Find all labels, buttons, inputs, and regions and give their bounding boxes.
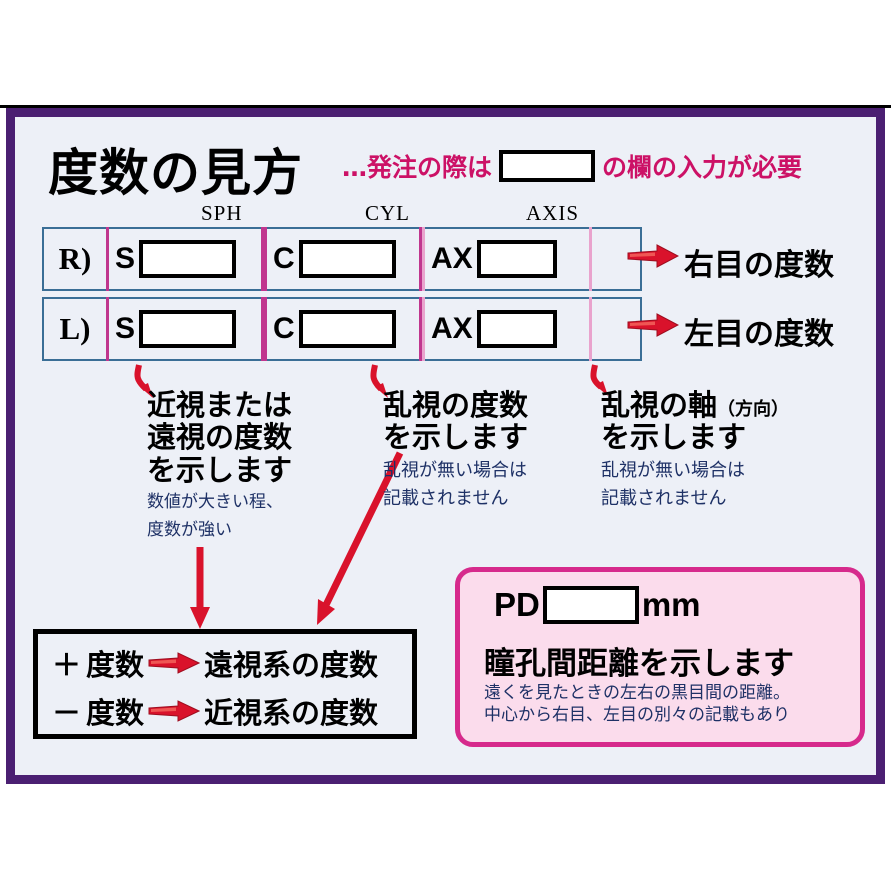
pd-subtext: 遠くを見たときの左右の黒目間の距離。 中心から右目、左目の別々の記載もあり: [484, 682, 790, 726]
explanation-sph: 近視または 遠視の度数 を示します 数値が大きい程、 度数が強い: [147, 389, 292, 541]
cell-prefix-s: S: [115, 242, 136, 275]
column-header-sph: SPH: [201, 201, 243, 225]
header-note-sample-box: [499, 150, 596, 182]
eye-label-left: L): [59, 311, 91, 346]
cell-prefix-s: S: [115, 312, 136, 345]
explanation-sph-line2: 遠視の度数: [147, 420, 293, 455]
input-left-axis[interactable]: [476, 310, 557, 348]
sign-legend-row-plus: ＋ 度数 遠視系の度数: [52, 642, 378, 684]
sign-legend-row-minus: － 度数 近視系の度数: [52, 690, 378, 732]
explanation-axis-paren: （方向）: [717, 399, 790, 420]
minus-symbol: －: [52, 696, 82, 730]
explanation-cyl-line1: 乱視の度数: [383, 388, 529, 422]
plus-symbol: ＋: [52, 648, 82, 682]
cell-left-axis: AX: [422, 297, 592, 361]
left-eye-note: 左目の度数: [684, 317, 834, 352]
explanation-sph-sub2: 度数が強い: [147, 519, 232, 540]
explanation-cyl-line2: を示します: [383, 420, 529, 455]
page-title: 度数の見方: [48, 144, 303, 202]
input-left-sph[interactable]: [139, 310, 237, 348]
cell-left-sph: S: [106, 297, 264, 361]
column-header-cyl: CYL: [365, 201, 410, 225]
explanation-sph-line1: 近視または: [147, 388, 293, 422]
cell-right-axis: AX: [422, 227, 592, 291]
explanation-axis-sub2: 記載されません: [601, 488, 727, 510]
cell-prefix-c: C: [273, 312, 295, 345]
right-eye-note: 右目の度数: [684, 248, 834, 283]
explanation-sph-sub1: 数値が大きい程、: [147, 492, 283, 513]
explanation-axis-line2: を示します: [601, 420, 747, 455]
top-rule-divider: [0, 105, 891, 108]
header-note: …発注の際は の欄の入力が必要: [342, 148, 802, 184]
cell-prefix-c: C: [273, 242, 295, 275]
input-left-cyl[interactable]: [298, 310, 396, 348]
sign-legend-box: ＋ 度数 遠視系の度数 － 度数 近視系の度数: [33, 629, 417, 739]
sph-to-signbox-arrow-icon: [190, 547, 210, 629]
input-right-sph[interactable]: [139, 240, 237, 278]
cell-right-cyl: C: [264, 227, 422, 291]
infographic-content: 度数の見方 …発注の際は の欄の入力が必要 SPH CYL AXIS R) S …: [15, 117, 876, 775]
pd-sub-line2: 中心から右目、左目の別々の記載もあり: [484, 705, 790, 726]
pd-info-box: PD mm 瞳孔間距離を示します 遠くを見たときの左右の黒目間の距離。 中心から…: [455, 567, 865, 747]
header-note-after: の欄の入力が必要: [602, 153, 803, 182]
left-eye-arrow-icon: [627, 313, 679, 337]
input-right-axis[interactable]: [476, 240, 557, 278]
pd-sub-line1: 遠くを見たときの左右の黒目間の距離。: [484, 683, 790, 703]
pd-label: PD: [494, 586, 540, 623]
pd-field-row: PD mm: [494, 586, 701, 624]
table-row-right-eye: R) S C AX: [42, 227, 642, 291]
eye-label-right: R): [58, 241, 92, 276]
pd-title: 瞳孔間距離を示します: [484, 646, 794, 682]
explanation-axis-line1-wrap: 乱視の軸（方向）: [601, 389, 789, 421]
column-header-axis: AXIS: [526, 201, 580, 225]
explanation-axis-sub1: 乱視が無い場合は: [601, 459, 745, 481]
explanation-cyl: 乱視の度数 を示します 乱視が無い場合は 記載されません: [383, 389, 528, 511]
input-right-cyl[interactable]: [298, 240, 396, 278]
minus-arrow-icon: [148, 700, 201, 722]
cell-prefix-ax: AX: [431, 242, 473, 275]
prescription-table: R) S C AX L) S: [42, 227, 642, 361]
minus-term: 度数: [86, 696, 145, 730]
input-pd[interactable]: [542, 586, 639, 624]
plus-result: 遠視系の度数: [204, 648, 379, 682]
cell-right-sph: S: [106, 227, 264, 291]
plus-arrow-icon: [148, 652, 201, 674]
explanation-cyl-sub2: 記載されません: [383, 488, 509, 510]
pd-unit: mm: [641, 586, 701, 623]
explanation-sph-line3: を示します: [147, 452, 293, 487]
explanation-axis: 乱視の軸（方向） を示します 乱視が無い場合は 記載されません: [601, 389, 789, 511]
explanation-cyl-sub1: 乱視が無い場合は: [383, 459, 527, 481]
minus-result: 近視系の度数: [204, 696, 379, 730]
cell-left-cyl: C: [264, 297, 422, 361]
cell-prefix-ax: AX: [431, 312, 473, 345]
header-note-before: …発注の際は: [342, 153, 493, 182]
table-row-left-eye: L) S C AX: [42, 297, 642, 361]
plus-term: 度数: [86, 648, 145, 682]
explanation-axis-line1: 乱視の軸: [601, 388, 718, 422]
right-eye-arrow-icon: [627, 244, 679, 268]
